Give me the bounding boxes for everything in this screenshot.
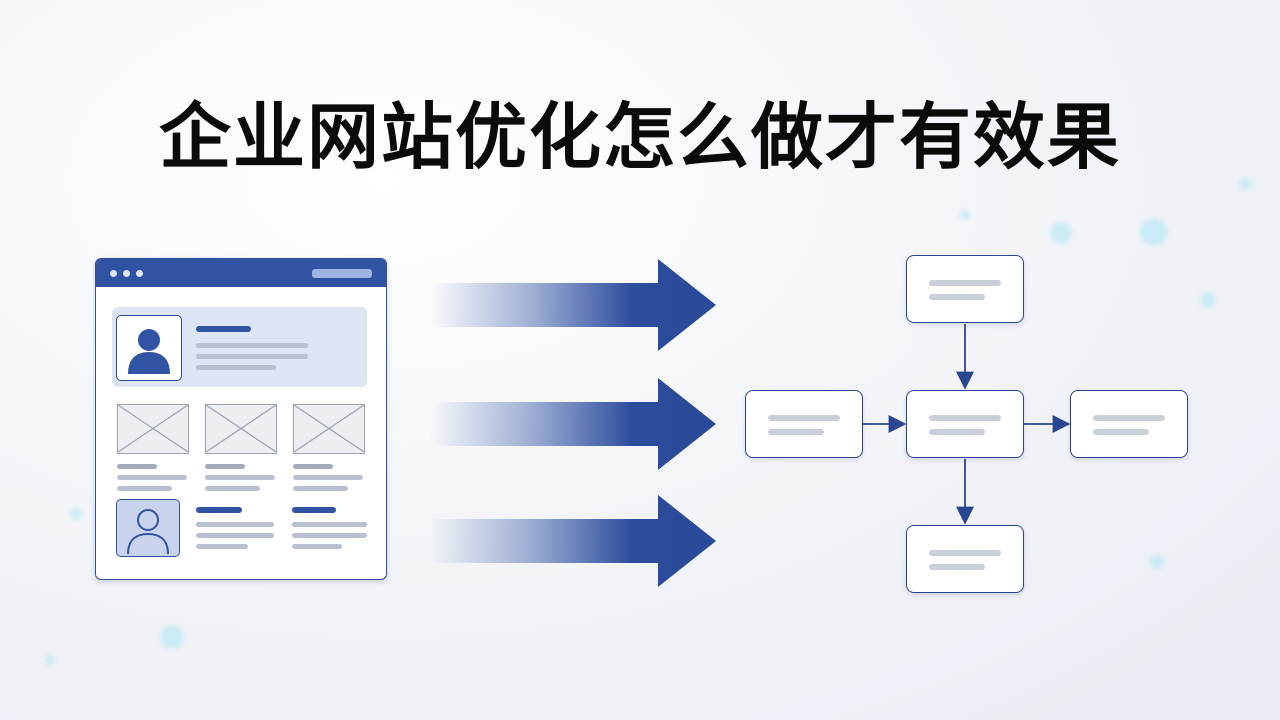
node-text-line [1093, 415, 1165, 421]
user-avatar-outline-icon [116, 499, 180, 557]
card-caption-line [205, 486, 260, 491]
node-text-line [929, 429, 985, 435]
flow-node-center [906, 390, 1024, 458]
hero-text-line [196, 343, 308, 348]
profile-text-line [292, 522, 367, 527]
node-text-line [768, 429, 824, 435]
node-text-line [929, 280, 1001, 286]
flow-node-left [745, 390, 863, 458]
address-bar [312, 269, 372, 278]
window-dot-icon [123, 270, 130, 277]
image-placeholder-icon [117, 404, 189, 454]
card-caption-line [293, 486, 348, 491]
profile-text-line [196, 533, 274, 538]
card-caption-line [293, 475, 363, 480]
profile-text-line [196, 544, 248, 549]
card-caption-line [293, 464, 333, 469]
background-glow [1140, 218, 1168, 246]
node-text-line [929, 294, 985, 300]
background-glow [160, 625, 184, 649]
flow-node-top [906, 255, 1024, 323]
card-caption-line [205, 475, 275, 480]
card-caption-line [117, 486, 172, 491]
profile-text-line [292, 533, 367, 538]
card-caption-line [205, 464, 245, 469]
hero-text-line [196, 365, 276, 370]
background-glow [1050, 222, 1072, 244]
background-glow [1240, 178, 1252, 190]
profile-heading-line [292, 507, 336, 513]
card-caption-line [117, 475, 187, 480]
flow-node-right [1070, 390, 1188, 458]
arrow-top [430, 259, 716, 351]
hero-heading-line [196, 326, 251, 332]
background-glow [1150, 555, 1164, 569]
profile-text-line [196, 522, 274, 527]
page-title: 企业网站优化怎么做才有效果 [158, 95, 1121, 179]
profile-heading-line [196, 507, 242, 513]
node-text-line [929, 550, 1001, 556]
window-dot-icon [110, 270, 117, 277]
user-avatar-icon [116, 315, 182, 381]
background-glow [45, 655, 55, 665]
node-text-line [929, 415, 1001, 421]
card-caption-line [117, 464, 157, 469]
browser-title-bar [96, 259, 386, 287]
flow-node-bottom [906, 525, 1024, 593]
arrow-bottom [430, 495, 716, 587]
node-text-line [929, 564, 985, 570]
arrow-middle [430, 378, 716, 470]
background-glow [960, 210, 970, 220]
hero-text-line [196, 354, 308, 359]
node-text-line [1093, 429, 1149, 435]
background-glow [70, 508, 82, 520]
node-text-line [768, 415, 840, 421]
website-wireframe [95, 258, 387, 580]
image-placeholder-icon [205, 404, 277, 454]
profile-text-line [292, 544, 342, 549]
image-placeholder-icon [293, 404, 365, 454]
background-glow [1200, 292, 1216, 308]
window-dot-icon [136, 270, 143, 277]
